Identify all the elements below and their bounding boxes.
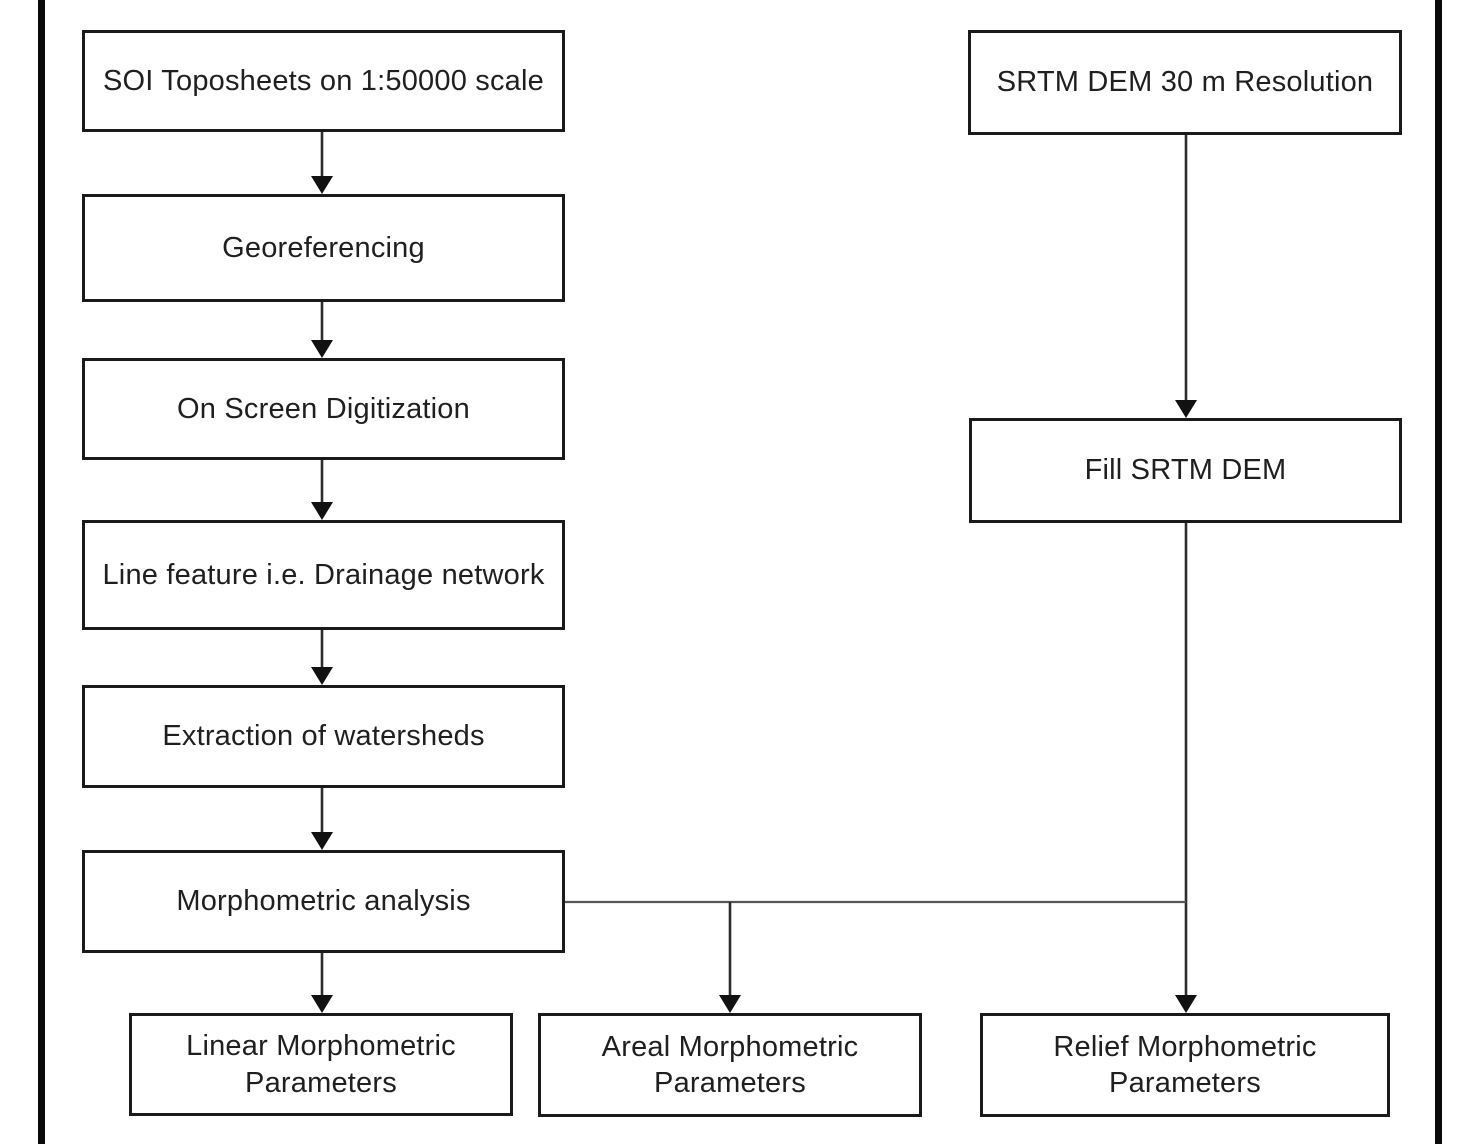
arrowhead-linefeature — [311, 502, 333, 520]
flow-node-label: SOI Toposheets on 1:50000 scale — [103, 64, 544, 97]
flow-node-label: On Screen Digitization — [177, 392, 470, 425]
arrowhead-digitization — [311, 340, 333, 358]
flow-node-morphometric-analysis: Morphometric analysis — [82, 850, 565, 953]
flow-node-label: SRTM DEM 30 m Resolution — [996, 66, 1374, 99]
arrowhead-morphometric — [311, 832, 333, 850]
frame-right-border — [1435, 0, 1442, 1144]
arrowhead-georef — [311, 176, 333, 194]
arrowhead-fill — [1175, 400, 1197, 418]
frame-left-border — [38, 0, 45, 1144]
arrowhead-areal — [719, 995, 741, 1013]
flow-node-srtm-dem: SRTM DEM 30 m Resolution — [968, 30, 1402, 135]
flow-node-label: Areal Morphometric Parameters — [601, 1030, 859, 1099]
flow-node-label: Georeferencing — [222, 231, 425, 264]
flow-node-label: Fill SRTM DEM — [1084, 454, 1287, 487]
flow-node-relief-parameters: Relief Morphometric Parameters — [980, 1013, 1390, 1117]
flow-node-label: Morphometric analysis — [176, 885, 471, 918]
flow-node-linear-parameters: Linear Morphometric Parameters — [129, 1013, 513, 1116]
arrowhead-relief — [1175, 995, 1197, 1013]
flow-node-on-screen-digitization: On Screen Digitization — [82, 358, 565, 460]
flow-node-label: Relief Morphometric Parameters — [1053, 1030, 1317, 1099]
flow-node-fill-srtm-dem: Fill SRTM DEM — [969, 418, 1402, 523]
arrowhead-linear — [311, 995, 333, 1013]
flow-node-extraction-watersheds: Extraction of watersheds — [82, 685, 565, 788]
flow-node-label: Linear Morphometric Parameters — [186, 1030, 456, 1099]
flow-node-label: Line feature i.e. Drainage network — [102, 558, 545, 591]
flow-node-georeferencing: Georeferencing — [82, 194, 565, 302]
flow-node-line-feature-drainage: Line feature i.e. Drainage network — [82, 520, 565, 630]
flow-node-label: Extraction of watersheds — [162, 720, 485, 753]
arrowhead-watersheds — [311, 667, 333, 685]
flow-node-soi-toposheets: SOI Toposheets on 1:50000 scale — [82, 30, 565, 132]
flow-node-areal-parameters: Areal Morphometric Parameters — [538, 1013, 922, 1117]
